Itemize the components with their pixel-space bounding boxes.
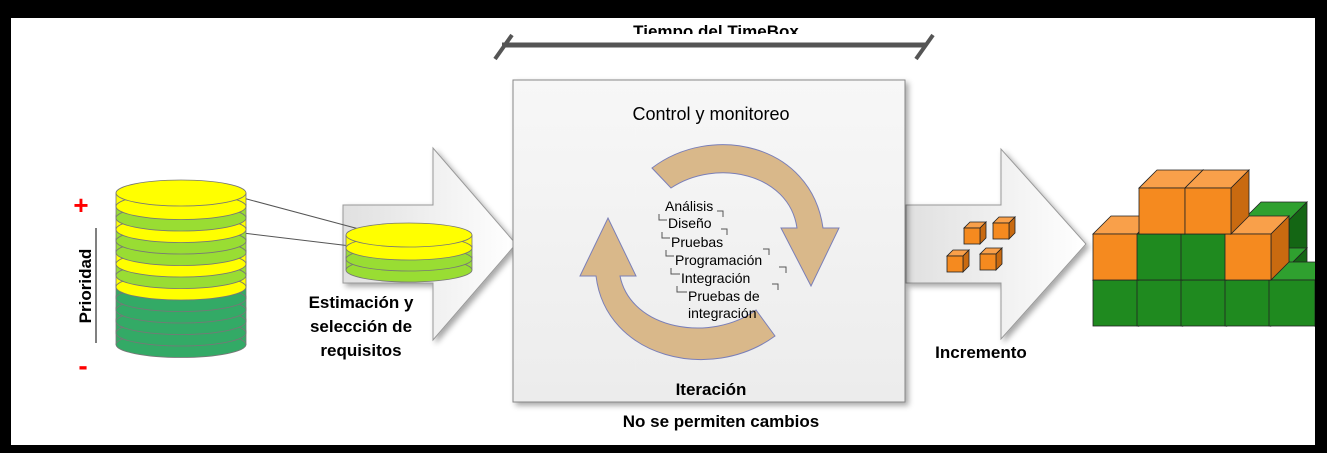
requirement-disc bbox=[115, 179, 247, 220]
small-cube bbox=[979, 247, 1003, 271]
selected-disc bbox=[345, 222, 473, 261]
estimation-line3: requisitos bbox=[320, 341, 402, 360]
timebox-bar bbox=[493, 33, 935, 61]
step-diseno: Diseño bbox=[668, 215, 712, 231]
selection-lines bbox=[242, 197, 360, 248]
product-cube bbox=[1184, 169, 1250, 235]
step-integracion-2: integración bbox=[688, 305, 757, 321]
step-analisis: Análisis bbox=[665, 198, 714, 214]
estimation-label: Estimación y selección de requisitos bbox=[283, 291, 439, 363]
small-cube bbox=[992, 216, 1016, 240]
no-changes-label: No se permiten cambios bbox=[622, 412, 820, 431]
step-programacion: Programación bbox=[675, 252, 763, 268]
timebox-label: Tiempo del TimeBox bbox=[633, 22, 799, 34]
priority-low: - bbox=[78, 350, 88, 381]
priority-high: + bbox=[73, 190, 89, 220]
selected-requirements-stack bbox=[345, 222, 473, 283]
small-cube bbox=[946, 249, 970, 273]
step-pruebas-de: Pruebas de bbox=[688, 288, 760, 304]
priority-label: Prioridad bbox=[76, 248, 95, 324]
small-cube bbox=[963, 221, 987, 245]
product-cube bbox=[1268, 261, 1315, 327]
iteration-label: Iteración bbox=[675, 380, 747, 399]
product-cubes bbox=[1092, 169, 1315, 327]
box-title: Control y monitoreo bbox=[632, 104, 790, 124]
diagram-canvas: Tiempo del TimeBox Control y monitoreo I… bbox=[11, 18, 1315, 445]
estimation-line1: Estimación y bbox=[308, 293, 414, 312]
increment-label: Incremento bbox=[935, 343, 1027, 362]
cycle-arrows bbox=[579, 144, 840, 361]
output-arrow bbox=[905, 147, 1087, 341]
step-pruebas: Pruebas bbox=[671, 234, 724, 250]
estimation-line2: selección de bbox=[309, 317, 413, 336]
requirements-stack bbox=[115, 179, 247, 358]
scrum-iteration-diagram bbox=[95, 33, 1315, 403]
step-integracion: Integración bbox=[681, 270, 751, 286]
increment-small-cubes bbox=[946, 216, 1016, 273]
